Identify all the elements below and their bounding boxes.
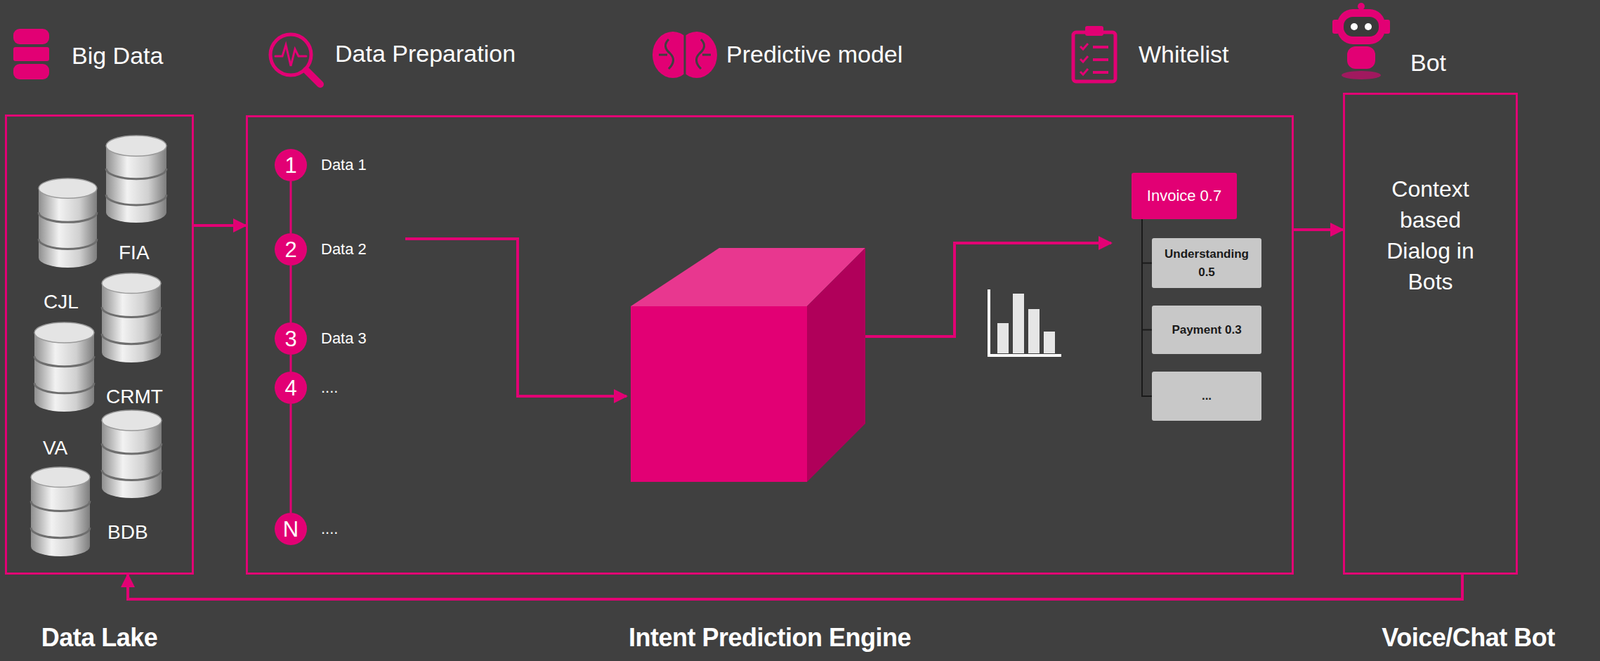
analysis-icon: [270, 34, 321, 85]
database-cylinder: [30, 467, 90, 557]
database-cylinder: [106, 135, 167, 223]
panel-text: Context based Dialog in Bots: [1367, 173, 1494, 298]
tree-line: [1142, 219, 1152, 397]
panel-title: Intent Prediction Engine: [628, 623, 911, 653]
flow-arrow: [193, 224, 246, 227]
flow-arrow: [127, 574, 1463, 600]
step-label: Data 2: [320, 240, 367, 259]
tree-line: [1142, 219, 1152, 264]
step-line: [290, 403, 293, 513]
step-circle: 3Data 3: [274, 322, 307, 355]
source-name: FIA: [118, 241, 150, 265]
step-line: [290, 354, 293, 372]
step-label: Data 3: [320, 329, 367, 348]
database-icon: [13, 28, 50, 80]
section-title: Big Data: [71, 42, 163, 70]
brain-icon: [652, 31, 718, 78]
step-label: Data 1: [320, 155, 367, 175]
step-label: ....: [320, 519, 338, 539]
database-cylinders: [30, 135, 167, 557]
source-name: BDB: [107, 521, 149, 544]
bot-panel: Voice/Chat BotContext based Dialog in Bo…: [1342, 92, 1518, 575]
intent-label: Understanding 0.5: [1157, 245, 1256, 282]
step-circle: 2Data 2: [274, 233, 307, 266]
step-number: 1: [284, 154, 297, 177]
tree-line: [1142, 219, 1152, 331]
data-lake-panel: Data Lake: [4, 114, 194, 575]
step-number: 2: [284, 238, 297, 261]
intent-label: ...: [1157, 387, 1256, 406]
step-number: N: [283, 518, 299, 541]
panel-title: Data Lake: [41, 623, 159, 653]
model-cube: [630, 247, 866, 482]
panel-title: Voice/Chat Bot: [1381, 623, 1555, 653]
step-line: [290, 181, 293, 234]
section-title: Bot: [1410, 49, 1447, 77]
engine-panel: Intent Prediction Engine1Data 12Data 23D…: [245, 115, 1294, 575]
step-label: ....: [320, 378, 338, 397]
section-title: Predictive model: [726, 40, 903, 69]
intent-box: Invoice 0.7: [1131, 172, 1237, 220]
flow-arrow: [1293, 228, 1343, 232]
step-circle: 4....: [274, 371, 307, 404]
intent-label: Invoice 0.7: [1146, 186, 1222, 206]
section-title: Data Preparation: [335, 40, 516, 68]
intent-label: Payment 0.3: [1157, 320, 1256, 340]
database-cylinder: [38, 178, 97, 268]
database-cylinder: [34, 322, 95, 412]
step-circle: 1Data 1: [274, 148, 307, 182]
step-line: [290, 265, 293, 323]
section-title: Whitelist: [1138, 40, 1229, 69]
database-cylinder: [101, 273, 161, 363]
whitelist-icon: [1073, 25, 1116, 82]
step-number: 4: [284, 377, 297, 399]
source-name: VA: [42, 436, 68, 460]
step-circle: N....: [274, 512, 307, 546]
intent-box: Payment 0.3: [1151, 305, 1262, 354]
source-name: CRMT: [106, 385, 163, 409]
database-cylinder: [101, 410, 162, 498]
intent-box: ...: [1151, 371, 1262, 421]
robot-icon: [1332, 2, 1390, 80]
chart-icon: [988, 289, 1062, 356]
flow-line: [405, 238, 627, 397]
intent-box: Understanding 0.5: [1151, 238, 1262, 288]
step-number: 3: [284, 328, 297, 350]
source-name: CJL: [43, 290, 79, 314]
